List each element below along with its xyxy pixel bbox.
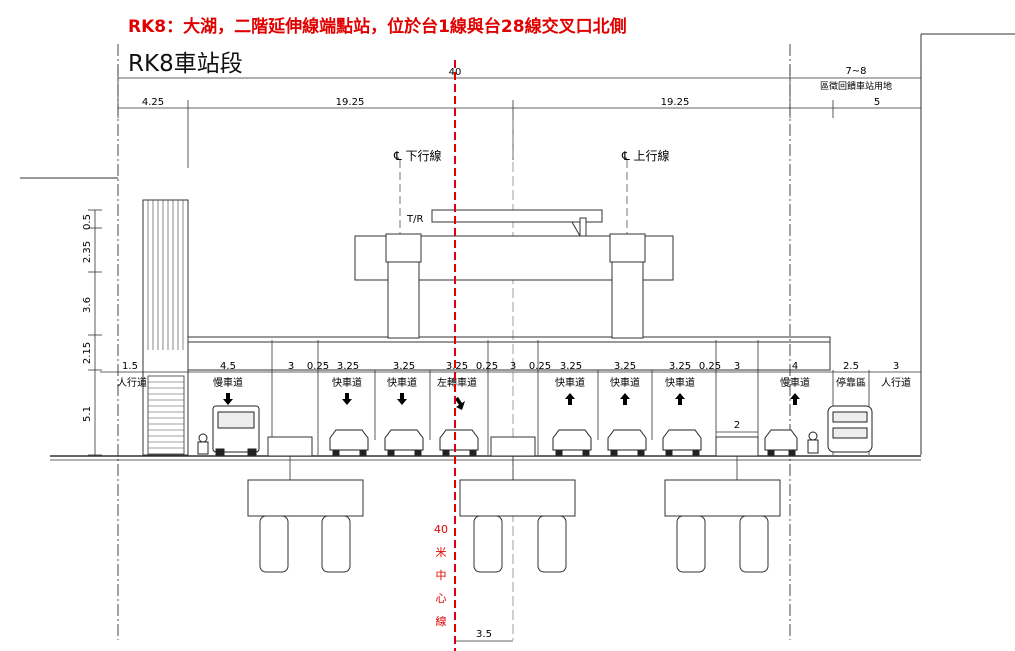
- dim-seg-mid2: 19.25: [661, 97, 690, 108]
- lane-width-8: 3: [510, 361, 516, 372]
- lane-label-fast-2: 快車道: [387, 376, 417, 389]
- car-icon: [764, 429, 798, 456]
- vdim-3-6: 3.6: [82, 297, 93, 313]
- vdim-5-1: 5.1: [82, 406, 93, 422]
- concourse-structure: [187, 336, 831, 371]
- boundary-lines: [117, 44, 791, 640]
- track-label-down: ℄ 下行線: [393, 148, 442, 163]
- section-subtitle: RK8車站段: [128, 51, 243, 77]
- centerline-char-3: 心: [436, 592, 447, 605]
- lane-label-sidewalk-left: 人行道: [117, 376, 147, 389]
- lane-label-slow-left: 慢車道: [213, 376, 243, 389]
- centerline-offset: 3.5: [476, 629, 492, 640]
- lane-width-7: 0.25: [476, 361, 498, 372]
- lane-label-sidewalk-right: 人行道: [881, 376, 911, 389]
- lane-width-2: 3: [288, 361, 294, 372]
- vdim-2-35: 2.35: [82, 241, 93, 263]
- lane-label-fast-1: 快車道: [332, 376, 362, 389]
- lane-width-11: 3.25: [614, 361, 636, 372]
- lane-width-12: 3.25: [669, 361, 691, 372]
- vehicles: [197, 405, 873, 456]
- scooter-icon: [807, 431, 819, 454]
- page-title: RK8：大湖，二階延伸線端點站，位於台1線與台28線交叉口北側: [128, 17, 627, 37]
- vdim-0-5: 0.5: [82, 214, 93, 230]
- lane-width-13: 0.25: [699, 361, 721, 372]
- dim-right-sub: 5: [874, 97, 880, 108]
- lane-name-labels: 人行道 慢車道 快車道 快車道 左轉車道 快車道 快車道 快車道 慢車道 停靠區…: [117, 376, 911, 389]
- dim-seg-mid1: 19.25: [336, 97, 365, 108]
- viaduct-structure: [354, 209, 674, 339]
- arrow-up-icon: [565, 393, 575, 405]
- car-icon: [607, 429, 647, 456]
- lane-width-1: 4.5: [220, 361, 236, 372]
- centerline-label: 40 米 中 心 線: [434, 523, 448, 628]
- arrow-down-icon: [223, 393, 233, 405]
- top-dimension-lines: [117, 66, 922, 168]
- arrow-turn-icon: [455, 397, 465, 410]
- lane-label-slow-right: 慢車道: [780, 376, 810, 389]
- arrow-up-icon: [620, 393, 630, 405]
- direction-arrows: [223, 393, 800, 410]
- arrow-down-icon: [342, 393, 352, 405]
- centerline-char-0: 40: [434, 523, 448, 536]
- lane-width-5: 3.25: [393, 361, 415, 372]
- lane-width-4: 3.25: [337, 361, 359, 372]
- tr-label: T/R: [406, 214, 423, 225]
- dim-right-note: 區徵回饋車站用地: [820, 80, 892, 92]
- car-icon: [384, 429, 424, 456]
- bus-icon: [212, 405, 260, 456]
- lane-width-0: 1.5: [122, 361, 138, 372]
- car-icon: [329, 429, 369, 456]
- lane-label-stop-zone: 停靠區: [836, 376, 866, 389]
- lane-label-fast-4: 快車道: [610, 376, 640, 389]
- lane-width-17: 3: [893, 361, 899, 372]
- lane-label-fast-3: 快車道: [555, 376, 585, 389]
- car-icon: [662, 429, 702, 456]
- pier-stems: [289, 456, 738, 480]
- arrow-up-icon: [790, 393, 800, 405]
- piers: [267, 436, 759, 457]
- dim-seg-left: 4.25: [142, 97, 164, 108]
- foundations: [247, 479, 781, 573]
- station-tower: [142, 199, 189, 456]
- centerline-char-2: 中: [436, 569, 447, 582]
- lane-width-15: 4: [792, 361, 798, 372]
- lane-width-labels: 1.5 4.5 3 0.25 3.25 3.25 3.25 0.25 3 0.2…: [122, 361, 899, 372]
- lane-width-3: 0.25: [307, 361, 329, 372]
- lane-width-14: 3: [734, 361, 740, 372]
- vdim-2-15: 2.15: [82, 342, 93, 364]
- track-label-up: ℄ 上行線: [621, 148, 670, 163]
- arrow-down-icon: [397, 393, 407, 405]
- bus-icon: [827, 405, 873, 453]
- car-icon: [439, 429, 479, 456]
- car-icon: [552, 429, 592, 456]
- lane-width-16: 2.5: [843, 361, 859, 372]
- lane-label-fast-5: 快車道: [665, 376, 695, 389]
- pier-dim: 2: [734, 420, 740, 431]
- scooter-icon: [197, 433, 209, 455]
- lane-label-left-turn: 左轉車道: [437, 376, 477, 389]
- lane-width-10: 3.25: [560, 361, 582, 372]
- dim-right-total: 7~8: [845, 66, 866, 77]
- lane-width-9: 0.25: [529, 361, 551, 372]
- lane-width-6: 3.25: [446, 361, 468, 372]
- arrow-up-icon: [675, 393, 685, 405]
- vertical-dimension-lines: [88, 209, 102, 456]
- centerline-char-4: 線: [436, 614, 447, 628]
- centerline-char-1: 米: [436, 546, 447, 559]
